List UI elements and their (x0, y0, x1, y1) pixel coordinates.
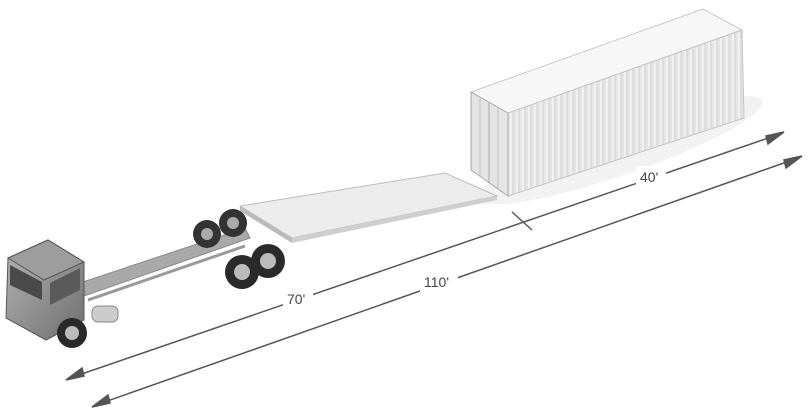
arrow-head-icon (91, 393, 111, 408)
shipping-container (469, 8, 763, 205)
arrow-head-icon (783, 155, 803, 170)
dimension-tick (511, 211, 533, 231)
truck-chassis (79, 227, 251, 297)
arrow-head-icon (65, 366, 85, 381)
windshield (10, 265, 42, 300)
dimension-label-container: 40' (640, 169, 658, 185)
dimension-label-trailer: 70' (287, 291, 305, 307)
arrow-head-icon (765, 131, 785, 146)
truck-cab (5, 239, 119, 348)
rear-wheels (193, 209, 285, 289)
flatbed-trailer (79, 172, 499, 302)
dimension-label-total: 110' (424, 274, 449, 290)
